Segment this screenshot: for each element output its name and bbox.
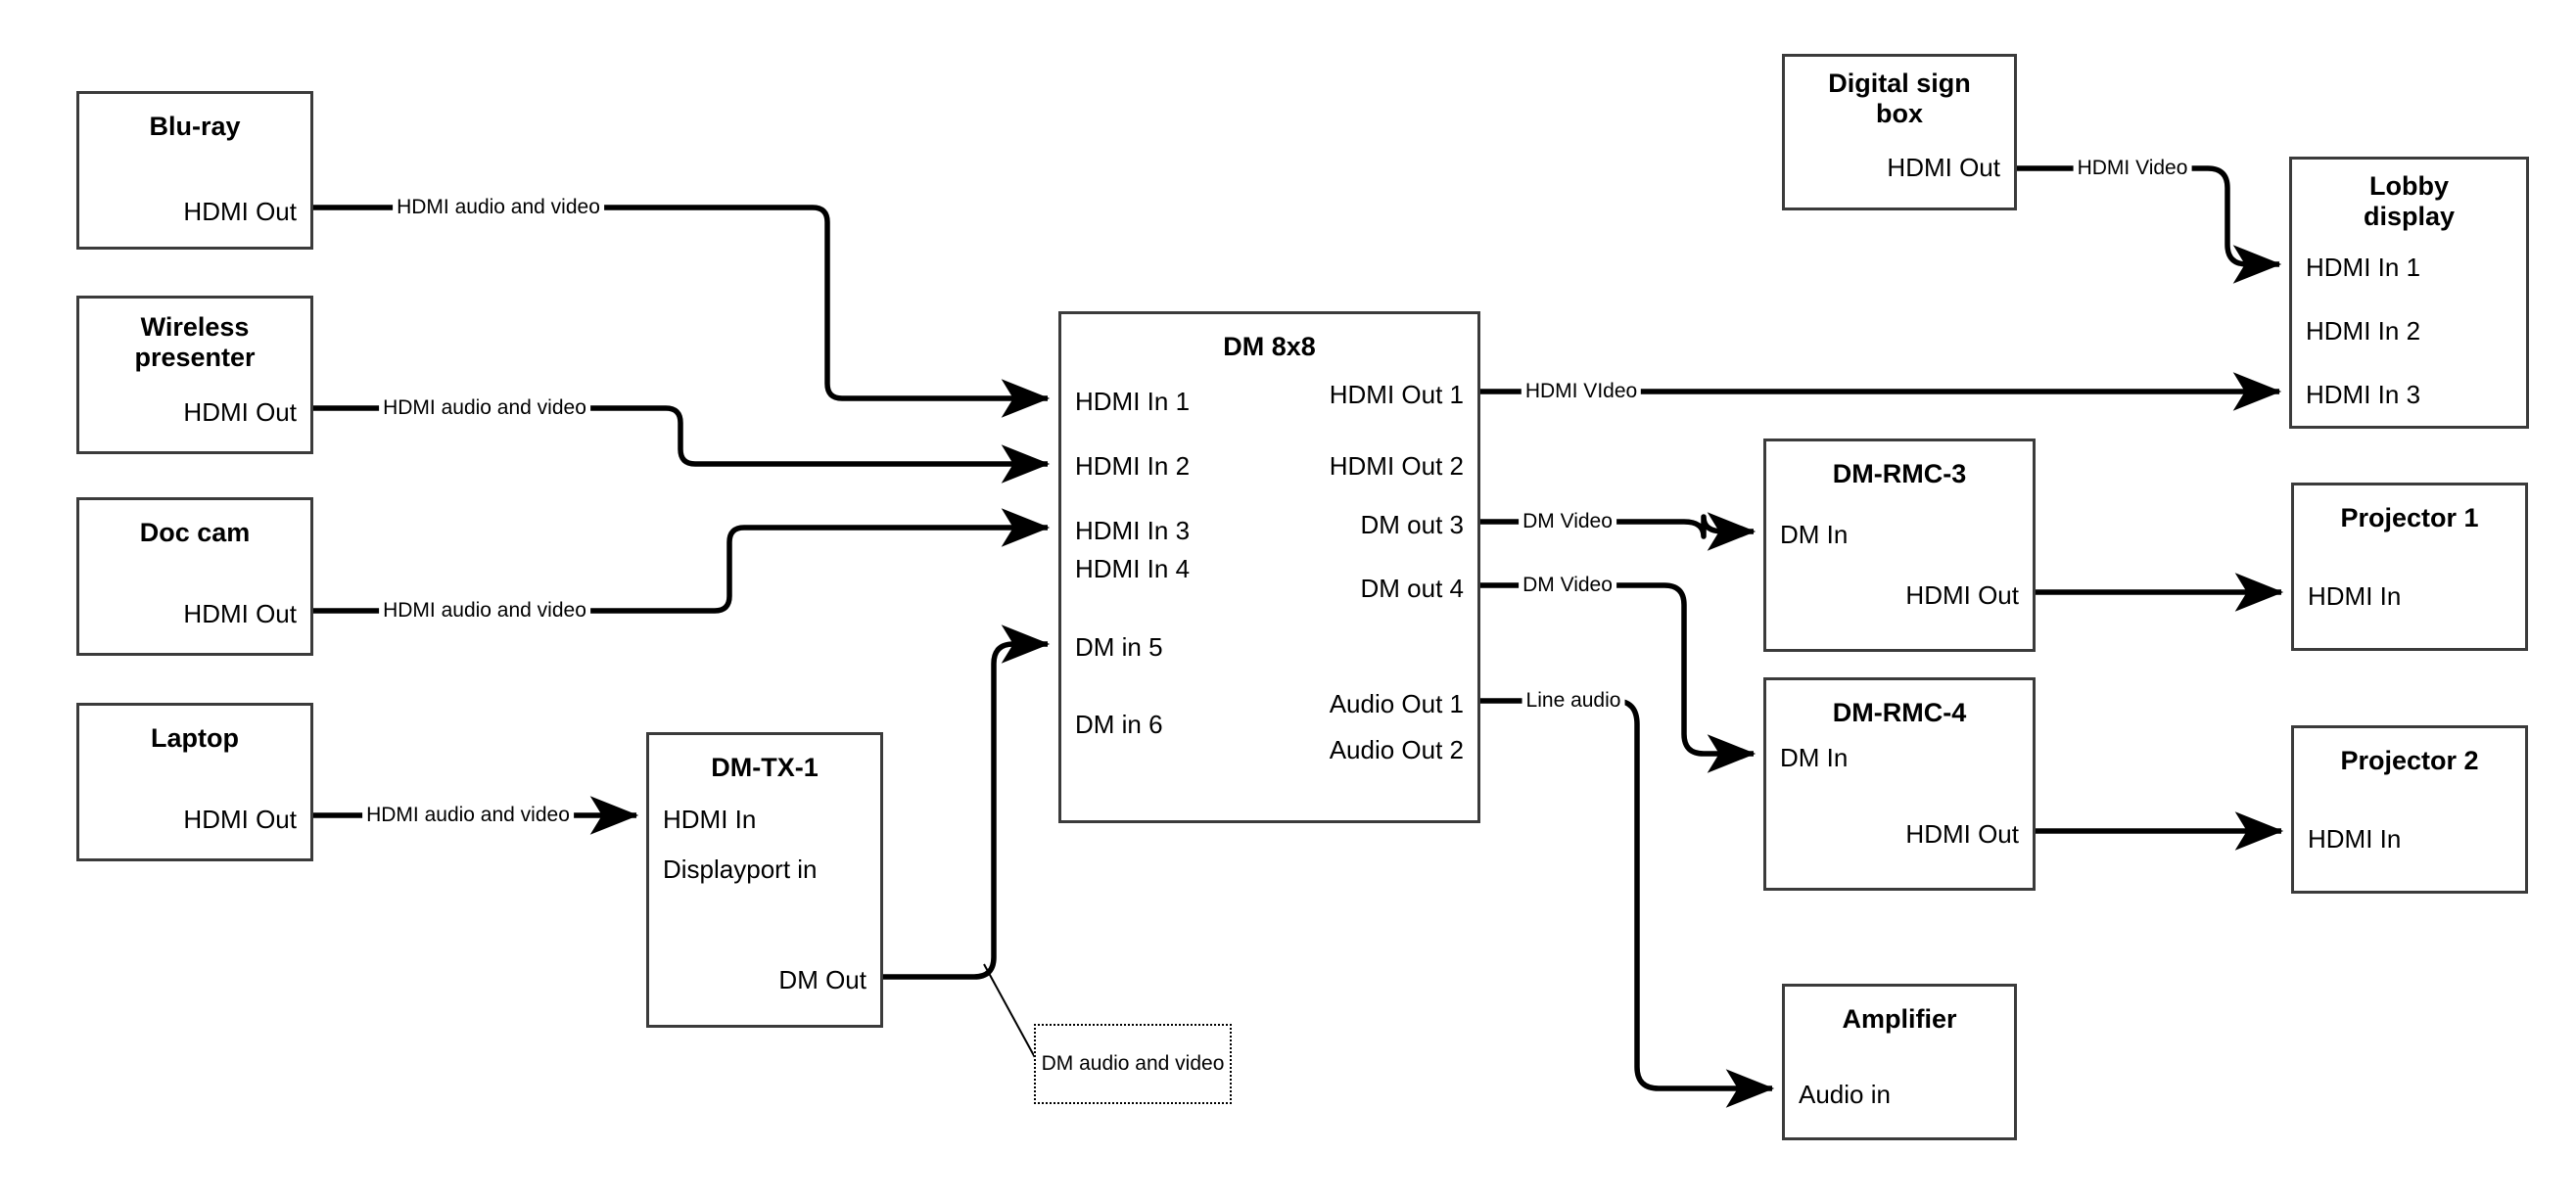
node-wireless-presenter[interactable]: Wireless presenter HDMI Out <box>76 296 313 454</box>
port-dm-tx-1-hdmi-in: HDMI In <box>663 805 757 834</box>
port-dm-tx-1-dm-out: DM Out <box>778 965 866 994</box>
node-title-dm-rmc-4: DM-RMC-4 <box>1832 698 1967 727</box>
node-title-lobby-display: Lobby display <box>2363 171 2456 231</box>
edge-label-bluray-to-dm8x8: HDMI audio and video <box>393 196 604 219</box>
port-lobby-display-hdmi-in-1: HDMI In 1 <box>2306 253 2421 282</box>
node-amplifier[interactable]: Amplifier Audio in <box>1782 984 2017 1140</box>
port-amplifier-audio-in: Audio in <box>1799 1080 1891 1109</box>
port-dm-8x8-hdmi-in-4: HDMI In 4 <box>1075 554 1191 583</box>
port-dm-rmc-3-dm-in: DM In <box>1780 520 1849 549</box>
wire-bluray-to-dm8x8-in1 <box>313 205 1051 418</box>
note-dm-audio-and-video: DM audio and video <box>1034 1024 1232 1104</box>
node-lobby-display[interactable]: Lobby display HDMI In 1 HDMI In 2 HDMI I… <box>2289 157 2529 429</box>
wire-dm8x8-out3-to-rmc3 <box>1480 512 1756 551</box>
node-title-amplifier: Amplifier <box>1842 1004 1957 1034</box>
node-dm-rmc-4[interactable]: DM-RMC-4 DM In HDMI Out <box>1763 677 2036 891</box>
wire-doccam-to-dm8x8-in3 <box>313 508 1051 614</box>
port-dm-rmc-4-hdmi-out: HDMI Out <box>1905 819 2019 849</box>
port-dm-8x8-audio-out-2: Audio Out 2 <box>1329 735 1464 764</box>
wire-dmtx1-to-dm8x8-in5 <box>883 624 1051 980</box>
node-title-dm-tx-1: DM-TX-1 <box>711 753 819 782</box>
port-projector-2-hdmi-in: HDMI In <box>2308 824 2402 854</box>
node-title-doc-cam: Doc cam <box>139 518 251 547</box>
node-projector-1[interactable]: Projector 1 HDMI In <box>2291 483 2528 651</box>
port-dm-8x8-dm-in-5: DM in 5 <box>1075 632 1163 662</box>
node-title-digital-sign-box: Digital sign box <box>1828 69 1971 128</box>
port-doc-cam-hdmi-out: HDMI Out <box>183 599 297 628</box>
node-title-blu-ray: Blu-ray <box>149 112 241 141</box>
port-dm-rmc-3-hdmi-out: HDMI Out <box>1905 580 2019 610</box>
port-dm-8x8-hdmi-in-3: HDMI In 3 <box>1075 516 1191 545</box>
port-digital-sign-box-hdmi-out: HDMI Out <box>1887 153 2000 182</box>
node-title-wireless-presenter: Wireless presenter <box>134 312 256 372</box>
port-lobby-display-hdmi-in-3: HDMI In 3 <box>2306 380 2421 409</box>
node-dm-rmc-3[interactable]: DM-RMC-3 DM In HDMI Out <box>1763 439 2036 652</box>
edge-label-doccam-to-dm8x8: HDMI audio and video <box>379 599 590 623</box>
node-blu-ray[interactable]: Blu-ray HDMI Out <box>76 91 313 250</box>
node-dm-tx-1[interactable]: DM-TX-1 HDMI In Displayport in DM Out <box>646 732 883 1028</box>
node-title-laptop: Laptop <box>151 723 239 753</box>
port-dm-tx-1-displayport-in: Displayport in <box>663 855 818 884</box>
node-title-dm-rmc-3: DM-RMC-3 <box>1832 459 1967 488</box>
port-dm-8x8-dm-out-4: DM out 4 <box>1360 574 1465 603</box>
node-dm-8x8[interactable]: DM 8x8 HDMI In 1 HDMI In 2 HDMI In 3 HDM… <box>1058 311 1480 823</box>
edge-label-sign-to-lobby: HDMI Video <box>2073 157 2192 180</box>
port-dm-8x8-audio-out-1: Audio Out 1 <box>1329 689 1464 718</box>
leader-line-dm-audio-video <box>983 963 1044 1073</box>
node-title-projector-2: Projector 2 <box>2340 746 2479 775</box>
node-doc-cam[interactable]: Doc cam HDMI Out <box>76 497 313 656</box>
port-dm-8x8-hdmi-out-1: HDMI Out 1 <box>1329 380 1464 409</box>
wire-dm8x8-audio-to-amplifier <box>1480 698 1775 1108</box>
port-dm-8x8-hdmi-in-2: HDMI In 2 <box>1075 451 1191 481</box>
port-dm-8x8-dm-in-6: DM in 6 <box>1075 710 1163 739</box>
port-projector-1-hdmi-in: HDMI In <box>2308 581 2402 611</box>
edge-label-dm8x8-out3-to-rmc3: DM Video <box>1519 510 1616 533</box>
edge-label-wireless-to-dm8x8: HDMI audio and video <box>379 396 590 420</box>
port-lobby-display-hdmi-in-2: HDMI In 2 <box>2306 316 2421 346</box>
node-digital-sign-box[interactable]: Digital sign box HDMI Out <box>1782 54 2017 210</box>
port-laptop-hdmi-out: HDMI Out <box>183 805 297 834</box>
node-title-dm-8x8: DM 8x8 <box>1223 332 1316 361</box>
node-laptop[interactable]: Laptop HDMI Out <box>76 703 313 861</box>
wire-dm8x8-out4-to-rmc4 <box>1480 582 1756 773</box>
port-blu-ray-hdmi-out: HDMI Out <box>183 197 297 226</box>
wire-sign-to-lobby-in1 <box>2017 165 2282 284</box>
edge-label-dm8x8-out4-to-rmc4: DM Video <box>1519 574 1616 597</box>
port-dm-8x8-hdmi-out-2: HDMI Out 2 <box>1329 451 1464 481</box>
port-wireless-presenter-hdmi-out: HDMI Out <box>183 397 297 427</box>
edge-label-dm8x8-out1-to-lobby: HDMI VIdeo <box>1521 380 1642 403</box>
edge-label-dm8x8-audio-to-amplifier: Line audio <box>1522 689 1625 713</box>
node-projector-2[interactable]: Projector 2 HDMI In <box>2291 725 2528 894</box>
node-title-projector-1: Projector 1 <box>2340 503 2479 532</box>
port-dm-8x8-dm-out-3: DM out 3 <box>1360 510 1465 539</box>
port-dm-rmc-4-dm-in: DM In <box>1780 743 1849 772</box>
wire-wireless-to-dm8x8-in2 <box>313 405 1051 484</box>
edge-label-laptop-to-dmtx1: HDMI audio and video <box>362 804 574 827</box>
port-dm-8x8-hdmi-in-1: HDMI In 1 <box>1075 387 1191 416</box>
